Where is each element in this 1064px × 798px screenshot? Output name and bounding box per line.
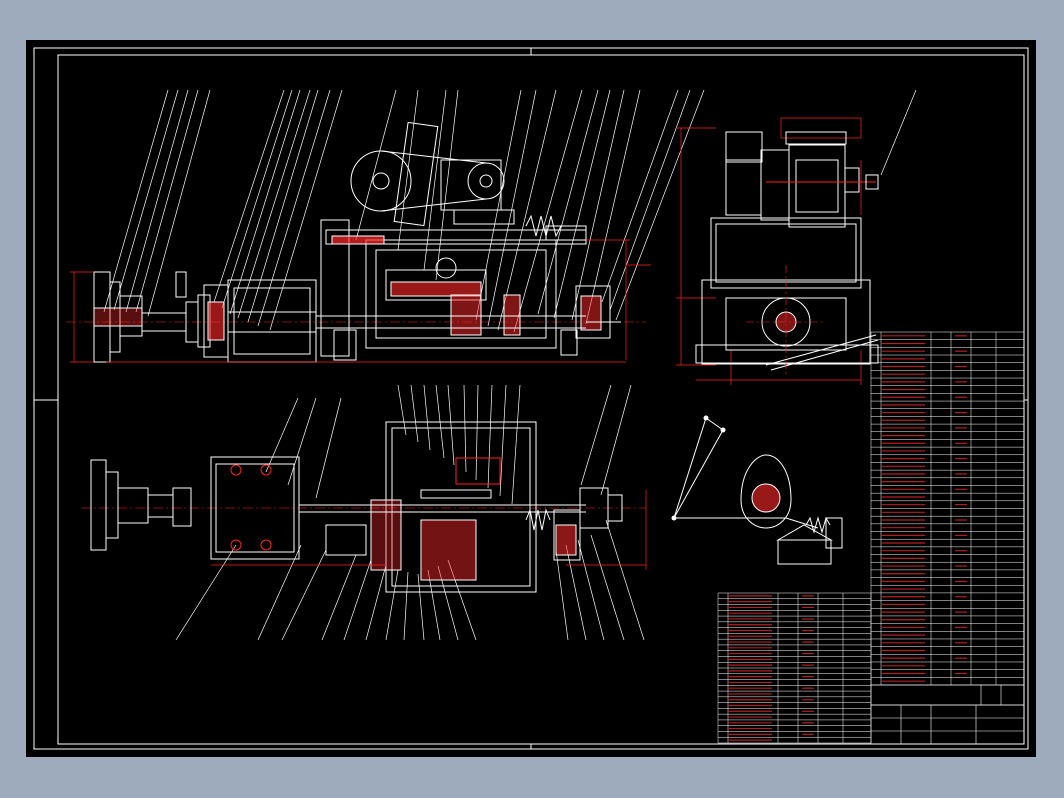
leader-line (147, 89, 211, 317)
leader-line (237, 89, 311, 319)
leader-line (265, 397, 299, 473)
leader-line (247, 89, 319, 323)
parts-list-bottom (717, 592, 872, 744)
leader-line (600, 384, 632, 496)
motor-assembly (725, 131, 879, 228)
drive-shaft (142, 271, 211, 348)
leader-line (553, 89, 611, 319)
drawing-sheet (33, 47, 1029, 750)
leader-line (513, 89, 583, 333)
title-block (870, 684, 1025, 745)
leader-line (580, 384, 612, 486)
leader-line (437, 565, 459, 641)
side-view-centerlines (746, 265, 826, 375)
handwheel-top (90, 459, 192, 551)
handwheel-left (93, 271, 143, 363)
leader-line (435, 89, 459, 281)
side-view (676, 117, 879, 385)
cad-viewport[interactable] (26, 40, 1036, 757)
top-view (81, 421, 647, 593)
leader-line (229, 89, 301, 315)
leader-line (577, 539, 605, 641)
compression-spring (525, 214, 562, 238)
frame-top (325, 421, 537, 593)
leader-line (423, 384, 431, 451)
sheet-frame (33, 47, 1029, 750)
leader-line (511, 384, 521, 505)
leader-line (355, 89, 397, 241)
leader-line (269, 89, 343, 331)
leader-line (609, 89, 691, 311)
leader-line (447, 559, 477, 641)
spring-top (525, 508, 551, 531)
leader-line (499, 384, 507, 497)
leader-line (475, 384, 479, 481)
guide-rods (316, 315, 621, 329)
leader-line (343, 559, 372, 641)
side-housing (695, 217, 879, 371)
leader-line (385, 569, 399, 641)
rod-top (299, 504, 586, 513)
cam-diagram (671, 415, 843, 565)
leader-line (257, 544, 302, 641)
leader-line (571, 89, 625, 321)
motor-pulley (350, 121, 515, 227)
leader-line (615, 89, 705, 321)
leader-line (281, 549, 327, 641)
slide-sections (385, 257, 611, 339)
leader-line (410, 384, 419, 443)
leader-line (487, 89, 537, 327)
leader-line (257, 89, 331, 327)
leader-line (487, 384, 493, 489)
cylinder-body (227, 279, 317, 363)
leader-line (175, 544, 237, 641)
leader-line (601, 89, 679, 303)
leader-line (397, 384, 407, 436)
leader-line (565, 544, 587, 641)
front-view-dimensions (70, 239, 651, 363)
leader-line (365, 564, 387, 641)
leader-line (447, 384, 455, 466)
leader-line (315, 397, 342, 499)
leader-line (590, 534, 625, 641)
leader-line (880, 89, 917, 176)
leader-line (397, 89, 419, 251)
leader-line (427, 569, 441, 641)
front-view (66, 121, 651, 363)
leader-line (287, 397, 317, 486)
leader-line (321, 554, 357, 641)
bearing-top-right (553, 487, 623, 561)
leader-line (605, 519, 645, 641)
cam-follower (776, 516, 843, 565)
leader-line (213, 89, 285, 303)
top-view-dimensions (211, 490, 647, 570)
leader-line (423, 89, 447, 271)
leader-line (497, 89, 557, 331)
leader-line (555, 549, 569, 641)
leader-line (103, 89, 169, 313)
leader-line (585, 89, 641, 325)
leader-line (135, 89, 199, 313)
leader-line (417, 573, 425, 641)
cam-profile (740, 454, 792, 529)
leader-line (125, 89, 189, 313)
leader-line (221, 89, 293, 309)
leader-line (475, 89, 522, 321)
leader-line (537, 89, 599, 315)
main-frame (320, 219, 587, 361)
cylinder-top (210, 456, 300, 560)
parts-list-right (870, 331, 1025, 686)
leader-line (113, 89, 179, 311)
leader-lines (103, 89, 917, 641)
leader-line (403, 571, 409, 641)
